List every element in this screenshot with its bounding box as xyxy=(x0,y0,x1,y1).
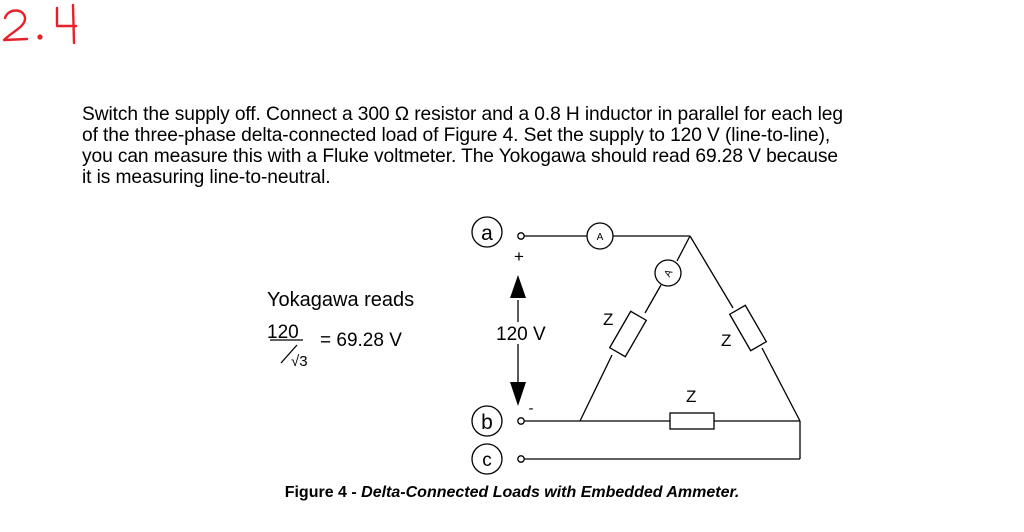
impedance-bottom-label: Z xyxy=(686,387,696,406)
terminal-a-label: a xyxy=(481,222,493,245)
voltage-label: 120 V xyxy=(496,324,546,345)
terminal-node-b xyxy=(517,417,525,425)
wire-delta-right-upper xyxy=(689,235,734,309)
fraction-result: = 69.28 V xyxy=(320,330,402,351)
impedance-left-label: Z xyxy=(603,310,613,329)
polarity-minus: - xyxy=(529,400,534,417)
terminal-node-c xyxy=(517,455,525,463)
wire-delta-left-upper xyxy=(676,235,691,262)
yokogawa-label: Yokagawa reads xyxy=(267,289,414,311)
problem-line-2: of the three-phase delta-connected load … xyxy=(82,125,831,146)
wire-delta-left-mid xyxy=(644,284,662,314)
impedance-right-label: Z xyxy=(721,331,731,350)
terminal-a-badge xyxy=(471,216,503,248)
polarity-plus: + xyxy=(514,247,524,266)
terminal-b-badge xyxy=(471,405,503,437)
fraction-slash xyxy=(280,344,298,364)
voltage-arrowhead-down xyxy=(510,382,526,406)
impedance-right xyxy=(728,304,768,352)
ammeter-embedded xyxy=(654,259,682,287)
figure-caption: Figure 4 - Delta-Connected Loads with Em… xyxy=(0,484,1024,502)
problem-line-1: Switch the supply off. Connect a 300 Ω r… xyxy=(82,104,843,125)
fraction-numerator: 120 xyxy=(267,322,299,343)
problem-statement: Switch the supply off. Connect a 300 Ω r… xyxy=(82,104,1002,188)
terminal-node-a xyxy=(517,232,525,240)
caption-title: Delta-Connected Loads with Embedded Amme… xyxy=(361,484,740,501)
terminal-b-label: b xyxy=(481,411,493,434)
wire-delta-left-lower xyxy=(579,354,613,422)
problem-line-3: you can measure this with a Fluke voltme… xyxy=(82,146,838,167)
impedance-bottom xyxy=(669,412,715,430)
impedance-left xyxy=(608,310,648,358)
handwritten-digits-2-4 xyxy=(2,3,78,45)
terminal-c-badge xyxy=(471,443,503,475)
caption-prefix: Figure 4 - xyxy=(284,484,362,501)
wire-delta-right-lower xyxy=(761,347,801,422)
voltage-arrowhead-up xyxy=(510,275,526,298)
fraction-denominator: √3 xyxy=(291,353,308,370)
ammeter-embedded-label: A xyxy=(662,268,675,280)
handwritten-problem-number xyxy=(2,3,78,45)
ammeter-line-a-label: A xyxy=(597,232,604,243)
terminal-c-label: c xyxy=(482,450,492,471)
problem-line-4: it is measuring line-to-neutral. xyxy=(82,167,331,188)
